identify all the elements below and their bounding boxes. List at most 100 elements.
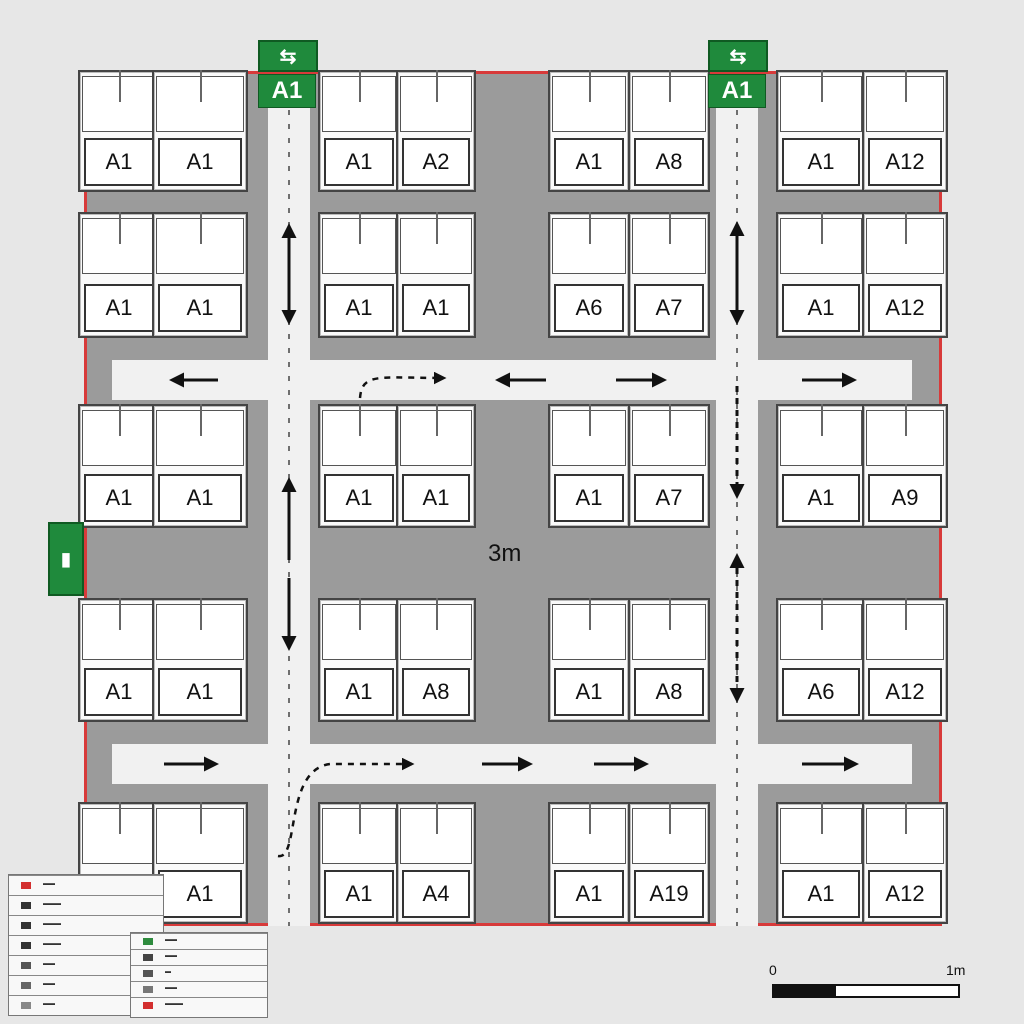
aisle-vertical-right	[716, 74, 758, 926]
booth: A1	[776, 802, 866, 924]
booth-label: A1	[324, 474, 394, 522]
booth: A1	[776, 212, 866, 338]
booth: A8	[628, 70, 710, 192]
booth-post	[669, 802, 671, 834]
aisle-horizontal-lower	[112, 744, 912, 784]
booth-label: A12	[868, 284, 942, 332]
booth: A1	[78, 70, 160, 192]
legend-row: ▬▬▬	[9, 895, 163, 916]
booth: A1	[78, 404, 160, 528]
booth-post	[589, 802, 591, 834]
legend-text: ▬▬	[165, 985, 177, 991]
legend-swatch	[143, 954, 153, 961]
booth-label: A12	[868, 668, 942, 716]
booth: A8	[628, 598, 710, 722]
booth: A1	[776, 404, 866, 528]
aisle-vertical-left	[268, 74, 310, 926]
exit-sign-top-left: ⇆	[258, 40, 318, 72]
booth-label: A2	[402, 138, 470, 186]
booth: A1	[318, 212, 400, 338]
booth-label: A1	[158, 668, 242, 716]
legend-swatch	[21, 922, 31, 929]
exit-arrows-icon: ⇆	[729, 45, 747, 68]
legend-row: ▬▬▬	[131, 997, 267, 1014]
legend-swatch	[21, 882, 31, 889]
booth-label: A12	[868, 870, 942, 918]
booth: A8	[396, 598, 476, 722]
legend-swatch	[21, 902, 31, 909]
booth-label: A1	[84, 138, 154, 186]
booth-post	[436, 802, 438, 834]
booth-post	[589, 212, 591, 244]
legend-swatch	[143, 1002, 153, 1009]
booth: A1	[152, 598, 248, 722]
legend-swatch	[21, 962, 31, 969]
booth-label: A1	[324, 870, 394, 918]
booth-post	[669, 212, 671, 244]
booth-label: A1	[782, 138, 860, 186]
booth-post	[200, 404, 202, 436]
legend-swatch	[21, 982, 31, 989]
booth-label: A1	[84, 668, 154, 716]
booth: A6	[776, 598, 866, 722]
booth: A1	[548, 70, 630, 192]
booth-label: A9	[868, 474, 942, 522]
booth-label: A8	[634, 138, 704, 186]
legend-row: ▬▬	[9, 955, 163, 976]
booth-post	[119, 802, 121, 834]
booth: A1	[548, 404, 630, 528]
booth-post	[905, 212, 907, 244]
booth-post	[821, 212, 823, 244]
legend-swatch	[143, 970, 153, 977]
booth: A7	[628, 404, 710, 528]
booth-label: A1	[554, 138, 624, 186]
booth-post	[821, 802, 823, 834]
booth-counter	[552, 808, 626, 864]
legend-text: ▬▬▬	[43, 941, 61, 947]
legend-text: ▬▬▬	[165, 1001, 183, 1007]
booth-label: A1	[402, 474, 470, 522]
booth-post	[821, 404, 823, 436]
legend-row: ▬▬	[9, 975, 163, 996]
booth: A1	[78, 598, 160, 722]
booth-post	[905, 598, 907, 630]
booth-post	[821, 70, 823, 102]
legend-swatch	[21, 942, 31, 949]
legend-row: ▬▬	[9, 995, 163, 1016]
booth-post	[821, 598, 823, 630]
booth: A9	[862, 404, 948, 528]
booth: A1	[776, 70, 866, 192]
booth-label: A7	[634, 284, 704, 332]
booth: A1	[152, 70, 248, 192]
booth: A1	[152, 404, 248, 528]
booth-post	[669, 70, 671, 102]
booth-post	[436, 70, 438, 102]
legend-text: ▬	[165, 969, 171, 975]
booth-post	[436, 212, 438, 244]
legend-swatch	[143, 986, 153, 993]
booth-label: A1	[782, 474, 860, 522]
booth-label: A1	[158, 870, 242, 918]
booth-post	[359, 212, 361, 244]
booth: A12	[862, 212, 948, 338]
booth: A1	[318, 404, 400, 528]
booth-label: A1	[782, 870, 860, 918]
exit-label-top-left: A1	[258, 74, 316, 108]
booth-post	[359, 802, 361, 834]
booth-label: A1	[324, 668, 394, 716]
legend-text: ▬▬	[43, 981, 55, 987]
exit-running-icon: ▮	[61, 548, 71, 569]
booth: A1	[318, 598, 400, 722]
aisle-horizontal-upper	[112, 360, 912, 400]
booth: A6	[548, 212, 630, 338]
scale-end-label: 1m	[946, 962, 966, 978]
legend-swatch	[143, 938, 153, 945]
legend-swatch	[21, 1002, 31, 1009]
booth-label: A8	[402, 668, 470, 716]
booth-post	[436, 598, 438, 630]
booth: A12	[862, 802, 948, 924]
legend-row: ▬▬	[131, 933, 267, 950]
booth: A7	[628, 212, 710, 338]
booth-label: A19	[634, 870, 704, 918]
